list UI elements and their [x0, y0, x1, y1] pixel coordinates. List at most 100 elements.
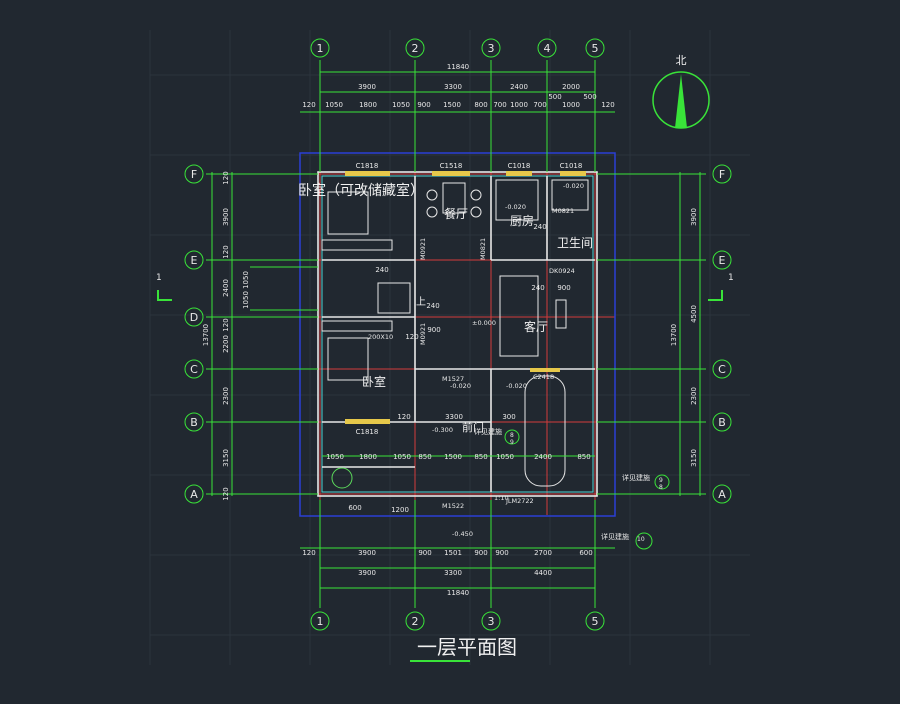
room-bedroom-storage: 卧室（可改储藏室）	[298, 182, 424, 199]
grid-label-top-3: 3	[488, 42, 495, 55]
dim-right-1: 4500	[690, 305, 698, 323]
dim-top-r2-10: 1000	[562, 101, 580, 109]
grid-label-top-4: 4	[544, 42, 551, 55]
dim-left-3: 2400	[222, 279, 230, 297]
dim-inner-2: 1050	[393, 453, 411, 461]
dim-bot-r1-7: 600	[579, 549, 592, 557]
grid-label-bottom-3: 3	[488, 615, 495, 628]
dim-inner-0: 1050	[326, 453, 344, 461]
window-labels: C1818 C1518 C1018 C1018 C1818	[356, 162, 583, 436]
furniture	[321, 179, 589, 489]
north-label: 北	[676, 54, 687, 67]
elev-5: -0.300	[432, 426, 453, 434]
elev-3: ±0.000	[472, 319, 496, 327]
door-label-1: M0921	[419, 238, 427, 260]
dim-left-outer: 13700	[202, 324, 210, 346]
side-dimensions: 13700 120 3900 120 2400 120 2200 2300 31…	[202, 171, 698, 500]
detail-sub: 8	[659, 484, 663, 491]
elev-2: -0.020	[505, 203, 526, 211]
dim-top-r2-6: 800	[474, 101, 487, 109]
dim-misc-8: 300	[502, 413, 515, 421]
stair-dim-label: 200X10	[368, 333, 393, 341]
room-porch: 前门	[462, 420, 484, 434]
bottom-dimensions: 120 3900 900 1501 900 900 2700 600 3900 …	[302, 549, 592, 597]
grid-bubbles-top: 1 2 3 4 5	[310, 38, 605, 58]
grid-label-right-C: C	[718, 363, 726, 376]
dim-inner-1: 1800	[359, 453, 377, 461]
dim-top-2: 3300	[444, 83, 462, 91]
detail-callouts: 详见建施 详见建施 详见建施 8 9 9 10 8	[474, 427, 670, 550]
detail-label-3: 详见建施	[601, 532, 629, 541]
grid-label-top-1: 1	[317, 42, 324, 55]
dim-inner-5: 850	[474, 453, 487, 461]
dim-inner-4: 1500	[444, 453, 462, 461]
north-arrow: 北	[652, 54, 710, 129]
elev-7: -0.020	[506, 382, 527, 390]
dim-top-r2-4: 900	[417, 101, 430, 109]
inner-dimensions: 1050 1800 1050 850 1500 850 1050 2400 85…	[326, 223, 591, 514]
north-arrow-icon	[675, 74, 687, 128]
dim-inner-6: 1050	[496, 453, 514, 461]
dim-top-r2-9: 700	[533, 101, 546, 109]
door-label-4: M0921	[419, 323, 427, 345]
dim-left-7: 3150	[222, 449, 230, 467]
dim-top-small: 500	[548, 93, 561, 101]
dim-bot-r1-3: 1501	[444, 549, 462, 557]
section-markers	[157, 290, 723, 301]
dim-top-r2-3: 1050	[392, 101, 410, 109]
window-label-1: C1818	[356, 162, 379, 170]
dim-misc-0: 240	[375, 266, 388, 274]
dim-top-r2-1: 1050	[325, 101, 343, 109]
detail-label-2: 详见建施	[622, 473, 650, 482]
room-living: 客厅	[524, 319, 548, 334]
elev-4: -0.020	[450, 382, 471, 390]
detail-label-1: 详见建施	[474, 427, 502, 436]
dim-bot-total: 11840	[447, 589, 469, 597]
dim-left-4: 120	[222, 318, 230, 331]
top-dimensions: 11840 3900 3300 2400 2000 500 120 1050 1…	[302, 63, 614, 109]
dim-bot-r1-4: 900	[474, 549, 487, 557]
door-label-7: JLM2722	[505, 497, 534, 505]
grid-label-bottom-2: 2	[412, 615, 419, 628]
room-dining: 餐厅	[444, 206, 468, 221]
elev-1: -0.020	[563, 182, 584, 190]
dim-misc-9: 3300	[445, 413, 463, 421]
window-label-3: C1018	[508, 162, 531, 170]
grid-label-left-B: B	[190, 416, 198, 429]
dim-top-r2-11: 500	[583, 93, 596, 101]
door-label-2: M0821	[479, 238, 487, 260]
grid-label-left-A: A	[190, 488, 198, 501]
dim-top-3: 2400	[510, 83, 528, 91]
room-bedroom: 卧室	[362, 374, 386, 389]
dim-inner-8: 850	[577, 453, 590, 461]
dim-top-r2-5: 1500	[443, 101, 461, 109]
dim-bot-r1-6: 2700	[534, 549, 552, 557]
dim-misc-2: 240	[531, 284, 544, 292]
grid-label-top-5: 5	[592, 42, 599, 55]
window-label-4: C1018	[560, 162, 583, 170]
door-label-6: M1522	[442, 502, 464, 510]
dim-left-inner-1: 1050	[242, 291, 250, 309]
detail-num-3: 9	[659, 477, 663, 484]
dim-bot-r2-2: 4400	[534, 569, 552, 577]
dim-left-6: 2300	[222, 387, 230, 405]
dim-left-inner-0: 1050	[242, 271, 250, 289]
grid-bubbles-bottom: 1 2 3 5	[310, 611, 605, 631]
dim-left-8: 120	[222, 487, 230, 500]
dim-right-0: 3900	[690, 208, 698, 226]
door-label-8: DK0924	[549, 267, 575, 275]
grid-label-right-B: B	[718, 416, 726, 429]
drawing-title: 一层平面图	[417, 635, 517, 659]
window-label-2: C1518	[440, 162, 463, 170]
dim-top-r2-8: 1000	[510, 101, 528, 109]
dim-misc-6: 900	[557, 284, 570, 292]
grid-label-bottom-5: 5	[592, 615, 599, 628]
elev-6: -0.450	[452, 530, 473, 538]
dim-right-2: 2300	[690, 387, 698, 405]
window-marks	[345, 171, 586, 424]
room-labels: 卧室（可改储藏室） 餐厅 厨房 卫生间 客厅 卧室 前门	[298, 182, 593, 434]
dimension-lines	[206, 60, 706, 608]
dim-right-3: 3150	[690, 449, 698, 467]
grid-label-right-A: A	[718, 488, 726, 501]
